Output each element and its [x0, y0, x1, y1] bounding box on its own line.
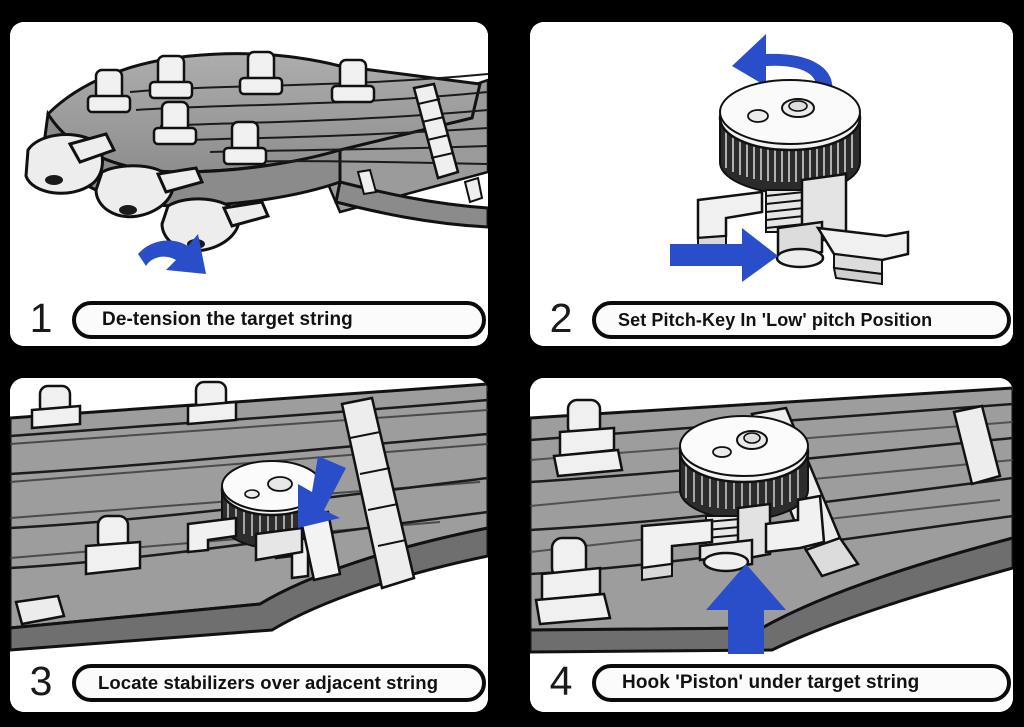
- knurled-knob-seated: [678, 415, 810, 522]
- caption-box-2: Set Pitch-Key In 'Low' pitch Position: [592, 301, 1011, 339]
- step-number-1: 1: [29, 294, 53, 341]
- step-number-3: 3: [29, 657, 53, 704]
- caption-row-1: 1 De-tension the target string: [10, 294, 488, 346]
- illustration-step-1: [10, 22, 488, 294]
- step-panel-2: 2 Set Pitch-Key In 'Low' pitch Position: [530, 22, 1013, 346]
- caption-row-3: 3 Locate stabilizers over adjacent strin…: [10, 654, 488, 712]
- illustration-step-4: [530, 378, 1013, 654]
- pitch-key-device-drawing: [530, 22, 1013, 294]
- step-number-2: 2: [549, 294, 573, 341]
- step-panel-1: 1 De-tension the target string: [10, 22, 488, 346]
- caption-box-3: Locate stabilizers over adjacent string: [72, 664, 486, 702]
- caption-box-1: De-tension the target string: [72, 301, 486, 339]
- piston-hook-drawing: [530, 378, 1013, 654]
- caption-box-4: Hook 'Piston' under target string: [592, 664, 1011, 702]
- caption-text-3: Locate stabilizers over adjacent string: [98, 672, 439, 693]
- straight-up-arrow-icon: [706, 564, 786, 654]
- knurled-knob: [718, 79, 862, 196]
- stabilizer-placement-drawing: [10, 378, 488, 654]
- step-number-4: 4: [549, 657, 573, 704]
- curved-down-arrow-icon: [138, 234, 206, 274]
- caption-row-2: 2 Set Pitch-Key In 'Low' pitch Position: [530, 294, 1013, 346]
- diagonal-down-right-arrow-icon: [298, 456, 346, 528]
- caption-row-4: 4 Hook 'Piston' under target string: [530, 654, 1013, 712]
- step-panel-4: 4 Hook 'Piston' under target string: [530, 378, 1013, 712]
- headstock-drawing: [10, 22, 488, 294]
- caption-text-2: Set Pitch-Key In 'Low' pitch Position: [618, 309, 933, 330]
- tuner-post: [86, 68, 132, 114]
- illustration-step-2: [530, 22, 1013, 294]
- curved-rotate-arrow-icon: [732, 34, 833, 92]
- illustration-step-3: [10, 378, 488, 654]
- caption-text-4: Hook 'Piston' under target string: [622, 672, 920, 693]
- caption-text-1: De-tension the target string: [102, 309, 353, 330]
- step-panel-3: 3 Locate stabilizers over adjacent strin…: [10, 378, 488, 712]
- straight-push-arrow-icon: [670, 228, 778, 282]
